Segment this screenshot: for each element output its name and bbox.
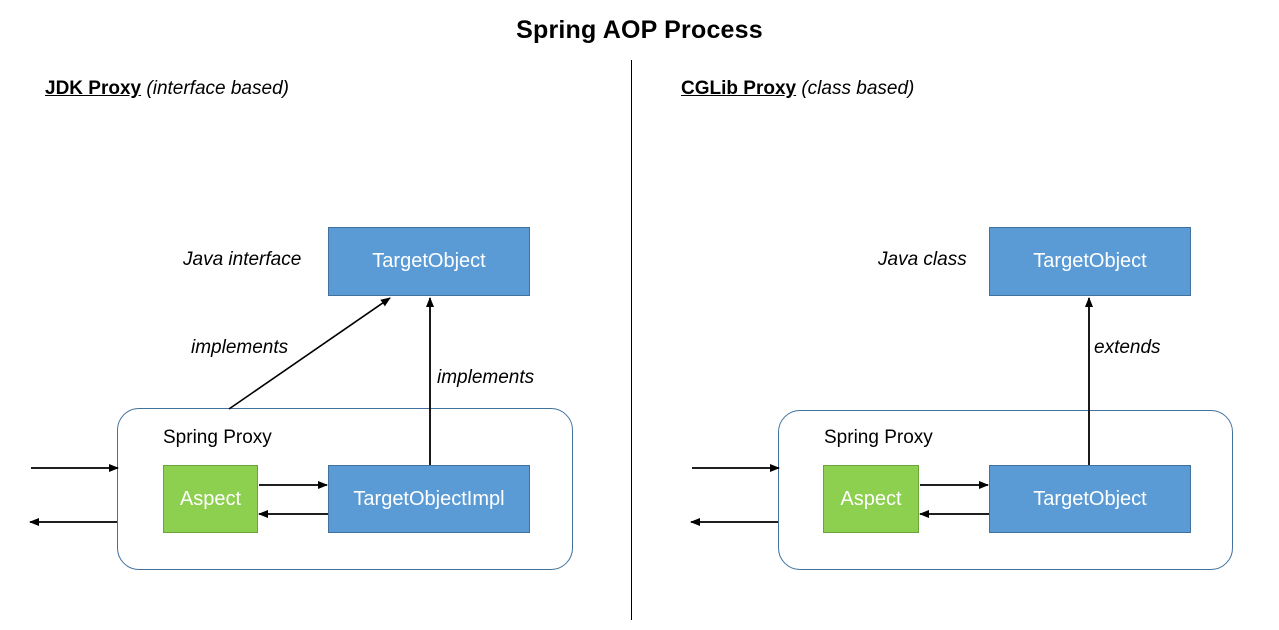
page-title: Spring AOP Process [516, 16, 763, 44]
jdk-target-object-impl-box: TargetObjectImpl [328, 465, 530, 533]
section-divider [631, 60, 632, 620]
section-heading-jdk-italic: (interface based) [146, 78, 289, 99]
section-heading-cglib-strong: CGLib Proxy [681, 78, 797, 99]
java-interface-note: Java interface [183, 249, 302, 270]
section-heading-jdk-strong: JDK Proxy [45, 78, 142, 99]
jdk-spring-proxy-label: Spring Proxy [163, 427, 272, 448]
jdk-target-object-box: TargetObject [328, 227, 530, 296]
jdk-aspect-box: Aspect [163, 465, 258, 533]
cglib-target-object-box: TargetObject [989, 227, 1191, 296]
jdk-implements-label-1: implements [191, 337, 289, 358]
cglib-extends-label: extends [1094, 337, 1161, 358]
cglib-spring-proxy-label: Spring Proxy [824, 427, 933, 448]
java-class-note: Java class [878, 249, 967, 270]
cglib-target-object-impl-box: TargetObject [989, 465, 1191, 533]
section-heading-jdk: JDK Proxy (interface based) [45, 78, 289, 100]
section-heading-cglib: CGLib Proxy (class based) [681, 78, 914, 100]
cglib-aspect-box: Aspect [823, 465, 919, 533]
section-heading-cglib-italic: (class based) [801, 78, 915, 99]
jdk-implements-label-2: implements [437, 367, 535, 388]
